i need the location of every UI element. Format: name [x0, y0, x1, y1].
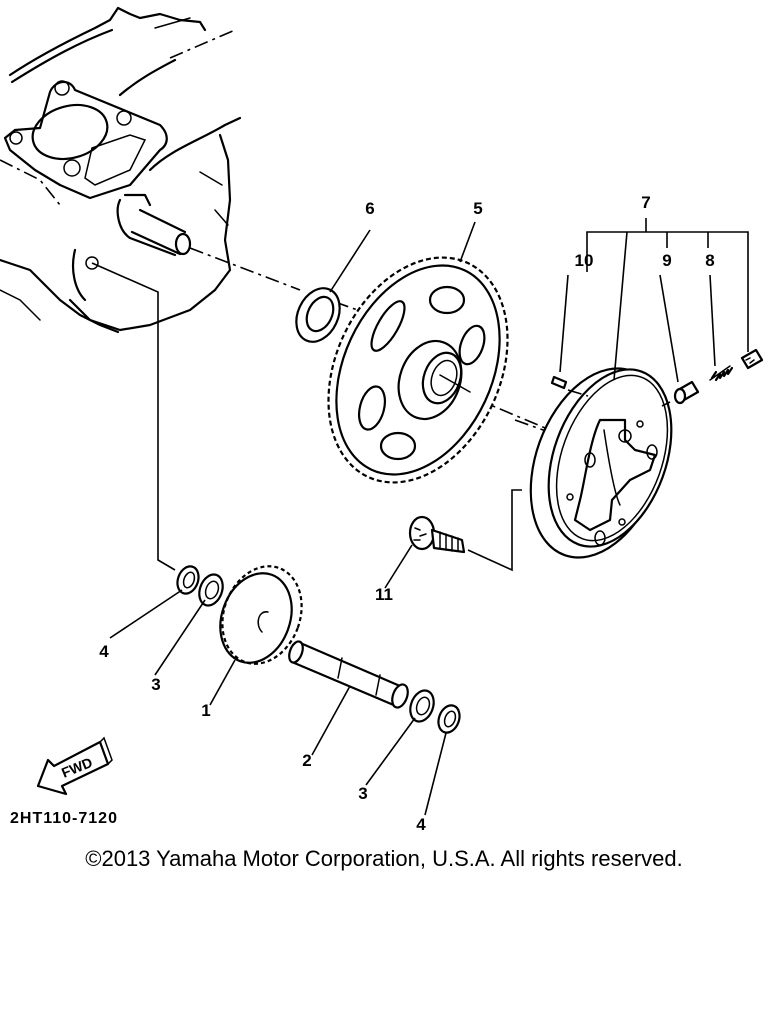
callout-3-left: 3 [151, 675, 160, 694]
spring-cap [740, 348, 764, 370]
callout-8: 8 [705, 251, 714, 270]
spring-8 [709, 365, 734, 382]
circlip-4-right [437, 704, 461, 734]
pin-10 [550, 375, 589, 397]
washer-3-right [409, 689, 435, 723]
diagram-code: 2HT110-7120 [10, 810, 118, 827]
fwd-arrow-icon: FWD [36, 736, 113, 796]
callout-9: 9 [662, 251, 671, 270]
bolt-11 [408, 515, 466, 554]
callout-4-right: 4 [416, 815, 426, 834]
callout-2: 2 [302, 751, 311, 770]
callout-7: 7 [641, 193, 650, 212]
center-axis-line [189, 247, 301, 291]
starter-clutch-7 [529, 367, 673, 559]
leader-lines [109, 218, 749, 816]
callout-1: 1 [201, 701, 210, 720]
washer-3-left [198, 573, 224, 607]
idler-axis-line [91, 262, 176, 571]
circlip-4-left [176, 565, 200, 595]
callout-3-right: 3 [358, 784, 367, 803]
callout-6: 6 [365, 199, 374, 218]
callout-5: 5 [473, 199, 482, 218]
idler-shaft-2 [288, 640, 409, 709]
copyright-notice: ©2013 Yamaha Motor Corporation, U.S.A. A… [85, 846, 683, 871]
callout-10: 10 [575, 251, 594, 270]
engine-case [0, 6, 242, 334]
washer-6 [295, 287, 341, 343]
idler-gear-1 [219, 565, 303, 665]
parts-diagram: 6 5 7 10 9 8 11 4 3 1 2 3 4 FWD 2HT110-7… [0, 6, 764, 834]
starter-wheel-gear-5 [327, 256, 509, 484]
callout-11: 11 [375, 585, 393, 604]
callout-4-left: 4 [99, 642, 109, 661]
roller-9 [661, 380, 700, 407]
